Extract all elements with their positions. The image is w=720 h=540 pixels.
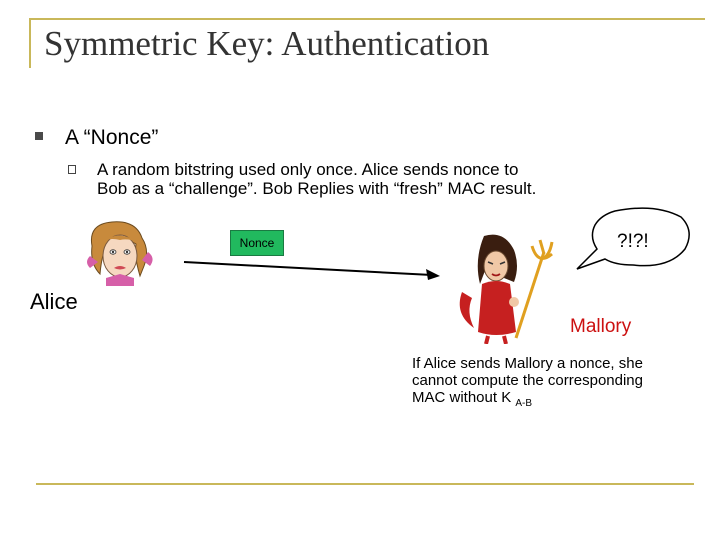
speech-bubble-text: ?!?!	[617, 231, 649, 252]
mallory-label: Mallory	[570, 316, 632, 337]
note-line3: MAC without K A-B	[412, 389, 707, 412]
title-rule-left	[29, 18, 31, 68]
bullet-level2: A random bitstring used only once. Alice…	[68, 160, 708, 198]
footer-rule	[36, 483, 694, 485]
square-bullet-icon	[35, 132, 43, 141]
key-subscript: A-B	[515, 398, 533, 409]
speech-bubble-icon	[576, 207, 690, 270]
bullet-level2-line2: Bob as a “challenge”. Bob Replies with “…	[97, 179, 537, 198]
note-line1: If Alice sends Mallory a nonce, she	[412, 355, 643, 372]
mallory-devil-icon	[459, 234, 554, 344]
bullet-level1-text: A “Nonce”	[65, 126, 159, 149]
bullet-level2-line1: A random bitstring used only once. Alice…	[97, 160, 519, 179]
message-arrow-icon	[183, 261, 440, 280]
note-line3-text: MAC without K	[412, 389, 512, 406]
alice-label: Alice	[30, 289, 78, 314]
title-rule-top	[29, 18, 705, 20]
alice-face-icon	[87, 221, 153, 286]
bullet-level1: A “Nonce”	[35, 126, 158, 150]
slide-title: Symmetric Key: Authentication	[44, 24, 490, 63]
note-line2: cannot compute the corresponding	[412, 372, 643, 389]
hollow-square-bullet-icon	[68, 165, 76, 174]
explanation-note: If Alice sends Mallory a nonce, she cann…	[412, 355, 707, 412]
nonce-box: Nonce	[230, 230, 284, 256]
